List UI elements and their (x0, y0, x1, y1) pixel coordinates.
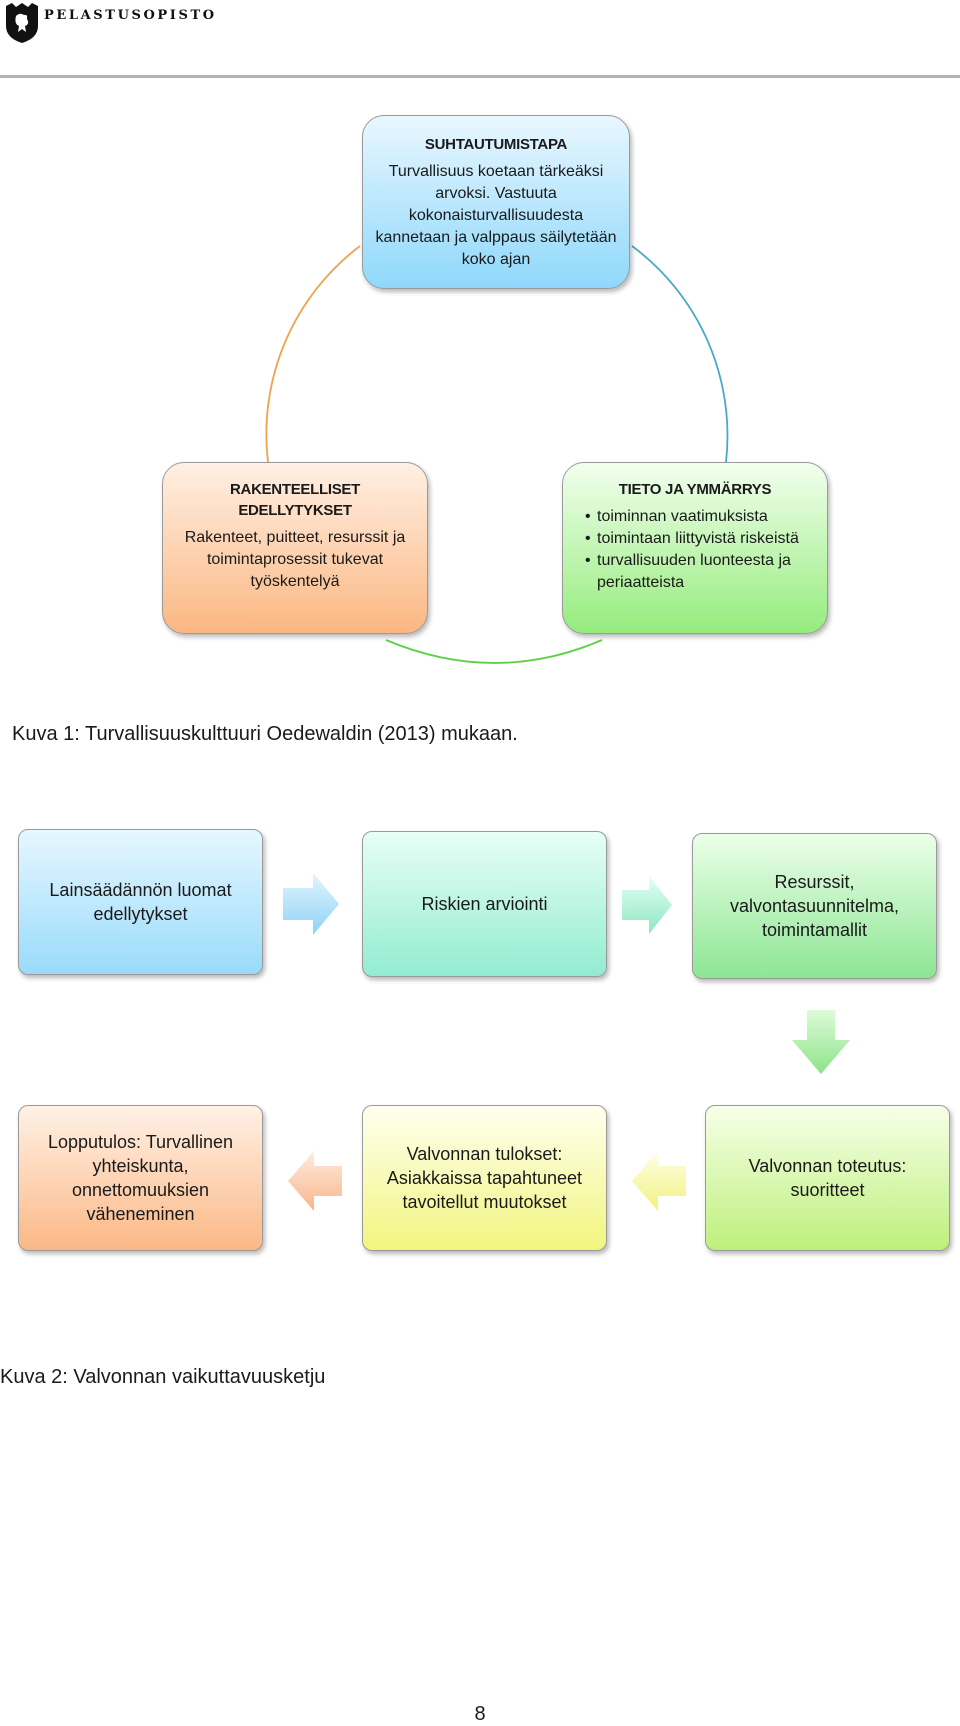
step-results: Valvonnan tulokset: Asiakkaissa tapahtun… (362, 1105, 607, 1251)
step-risk-assessment: Riskien arviointi (362, 831, 607, 977)
arrow-left-icon (288, 1151, 342, 1211)
knowledge-list: toiminnan vaatimuksista toimintaan liitt… (573, 506, 817, 594)
box-text: Rakenteet, puitteet, resurssit ja toimin… (184, 529, 406, 590)
figure-caption-2: Kuva 2: Valvonnan vaikuttavuusketju (0, 1366, 326, 1388)
step-outcome: Lopputulos: Turvallinen yhteiskunta, onn… (18, 1105, 263, 1251)
safety-attitude-box: SUHTAUTUMISTAPA Turvallisuus koetaan tär… (362, 115, 630, 289)
structural-conditions-box: RAKENTEELLISET EDELLYTYKSET Rakenteet, p… (162, 462, 428, 634)
page-header: PELASTUSOPISTO (0, 0, 960, 80)
step-implementation: Valvonnan toteutus: suoritteet (705, 1105, 950, 1251)
list-item: toimintaan liittyvistä riskeistä (585, 528, 817, 550)
brand-name: PELASTUSOPISTO (44, 8, 217, 23)
step-legislation: Lainsäädännön luomat edellytykset (18, 829, 263, 975)
knowledge-understanding-box: TIETO JA YMMÄRRYS toiminnan vaatimuksist… (562, 462, 828, 634)
arrow-right-icon (622, 876, 672, 934)
box-title: RAKENTEELLISET EDELLYTYKSET (230, 481, 360, 519)
figure-caption-1: Kuva 1: Turvallisuuskulttuuri Oedewaldin… (12, 723, 518, 745)
shield-crest-icon (6, 3, 38, 43)
box-title: TIETO JA YMMÄRRYS (618, 481, 772, 498)
arrow-left-icon (632, 1151, 686, 1211)
list-item: toiminnan vaatimuksista (585, 506, 817, 528)
page-number: 8 (474, 1703, 486, 1725)
arrow-down-icon (792, 1010, 850, 1074)
list-item: turvallisuuden luonteesta ja periaatteis… (585, 550, 817, 594)
box-text: Turvallisuus koetaan tärkeäksi arvoksi. … (375, 163, 617, 268)
box-title: SUHTAUTUMISTAPA (424, 136, 568, 153)
header-divider (0, 75, 960, 78)
step-resources: Resurssit, valvontasuunnitelma, toiminta… (692, 833, 937, 979)
arrow-right-icon (283, 873, 339, 935)
